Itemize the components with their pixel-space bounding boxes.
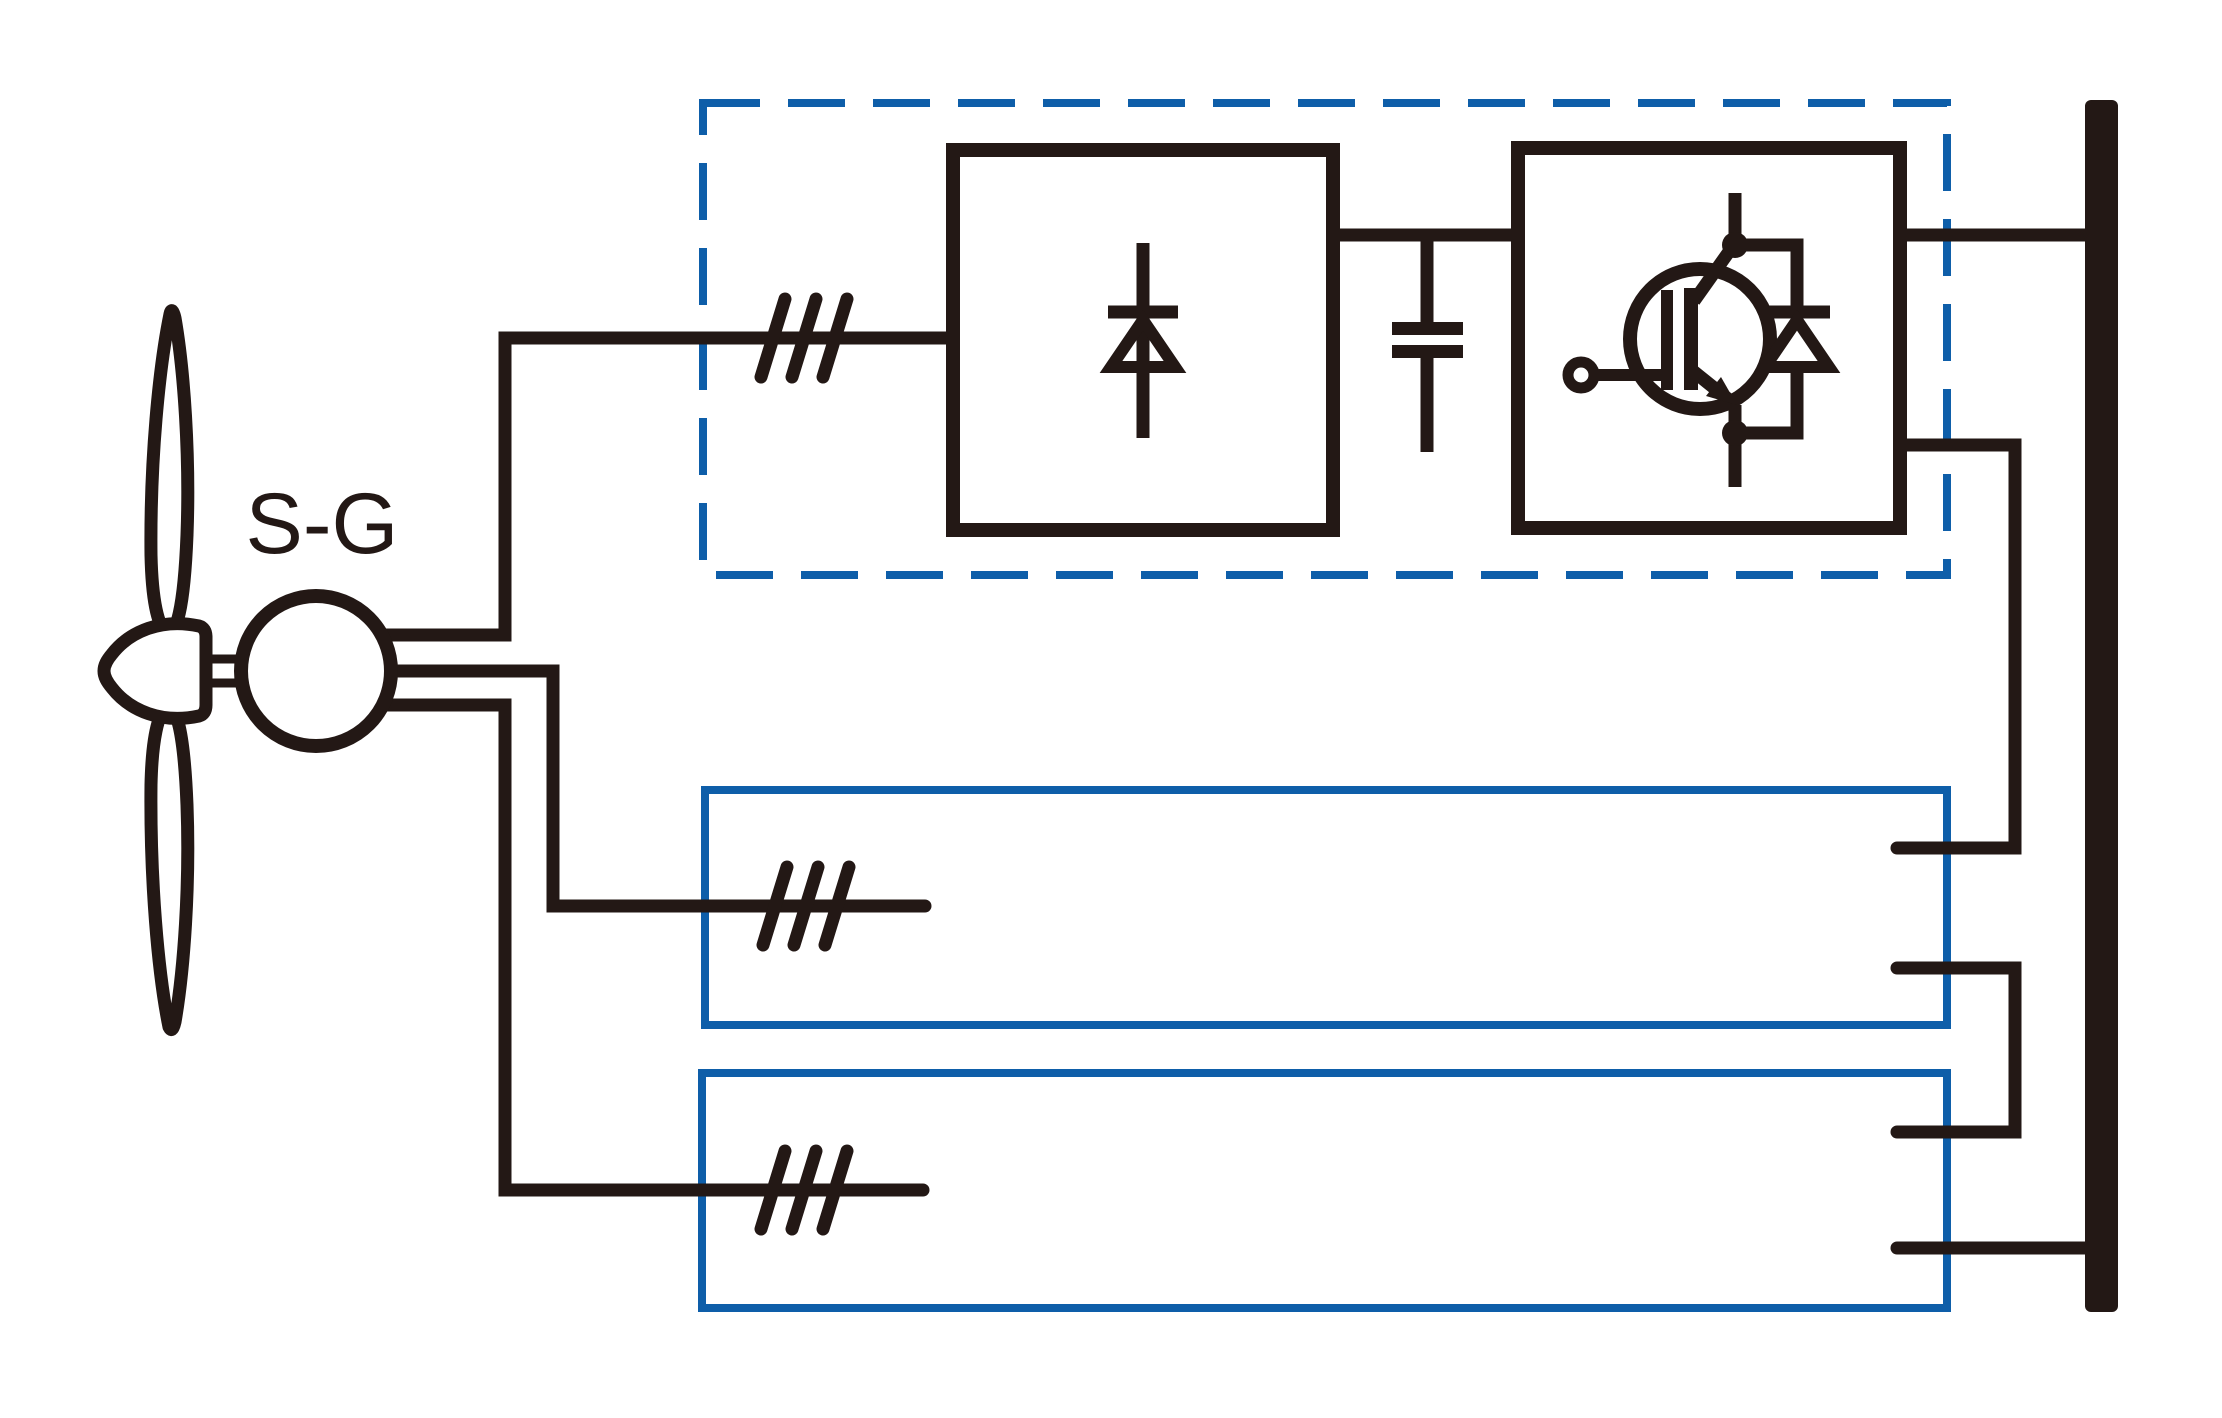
igbt-emitter-arrow <box>1706 377 1737 405</box>
diode-icon <box>1099 243 1187 438</box>
three-phase-marks-bottom <box>761 1151 847 1229</box>
ac-dc-rectifier <box>946 143 1340 537</box>
turbine-hub-nose-cone <box>97 617 213 725</box>
turbine-blade-upper <box>144 304 195 640</box>
generator-label: S-G <box>246 476 399 572</box>
grid-bus-bar <box>2085 100 2118 1312</box>
inverter-box <box>1511 141 1907 535</box>
generator-phase-wire-top <box>378 331 950 642</box>
synchronous-generator-circle <box>234 589 398 753</box>
freewheel-diode-icon <box>1735 238 1841 440</box>
generator-phase-wire-bottom <box>371 698 930 1197</box>
inverter-to-module2-wire <box>1890 438 2022 855</box>
three-phase-marks-top <box>761 299 847 377</box>
three-phase-marks-middle <box>763 867 849 945</box>
wind-turbine-rotor <box>97 304 248 1037</box>
turbine-blade-lower <box>144 700 195 1037</box>
generator-phase-wire-middle <box>378 664 932 913</box>
dc-ac-inverter <box>1511 141 1907 535</box>
module2-to-module3-wire <box>1890 961 2022 1139</box>
dc-link-capacitor-icon <box>1392 235 1463 452</box>
